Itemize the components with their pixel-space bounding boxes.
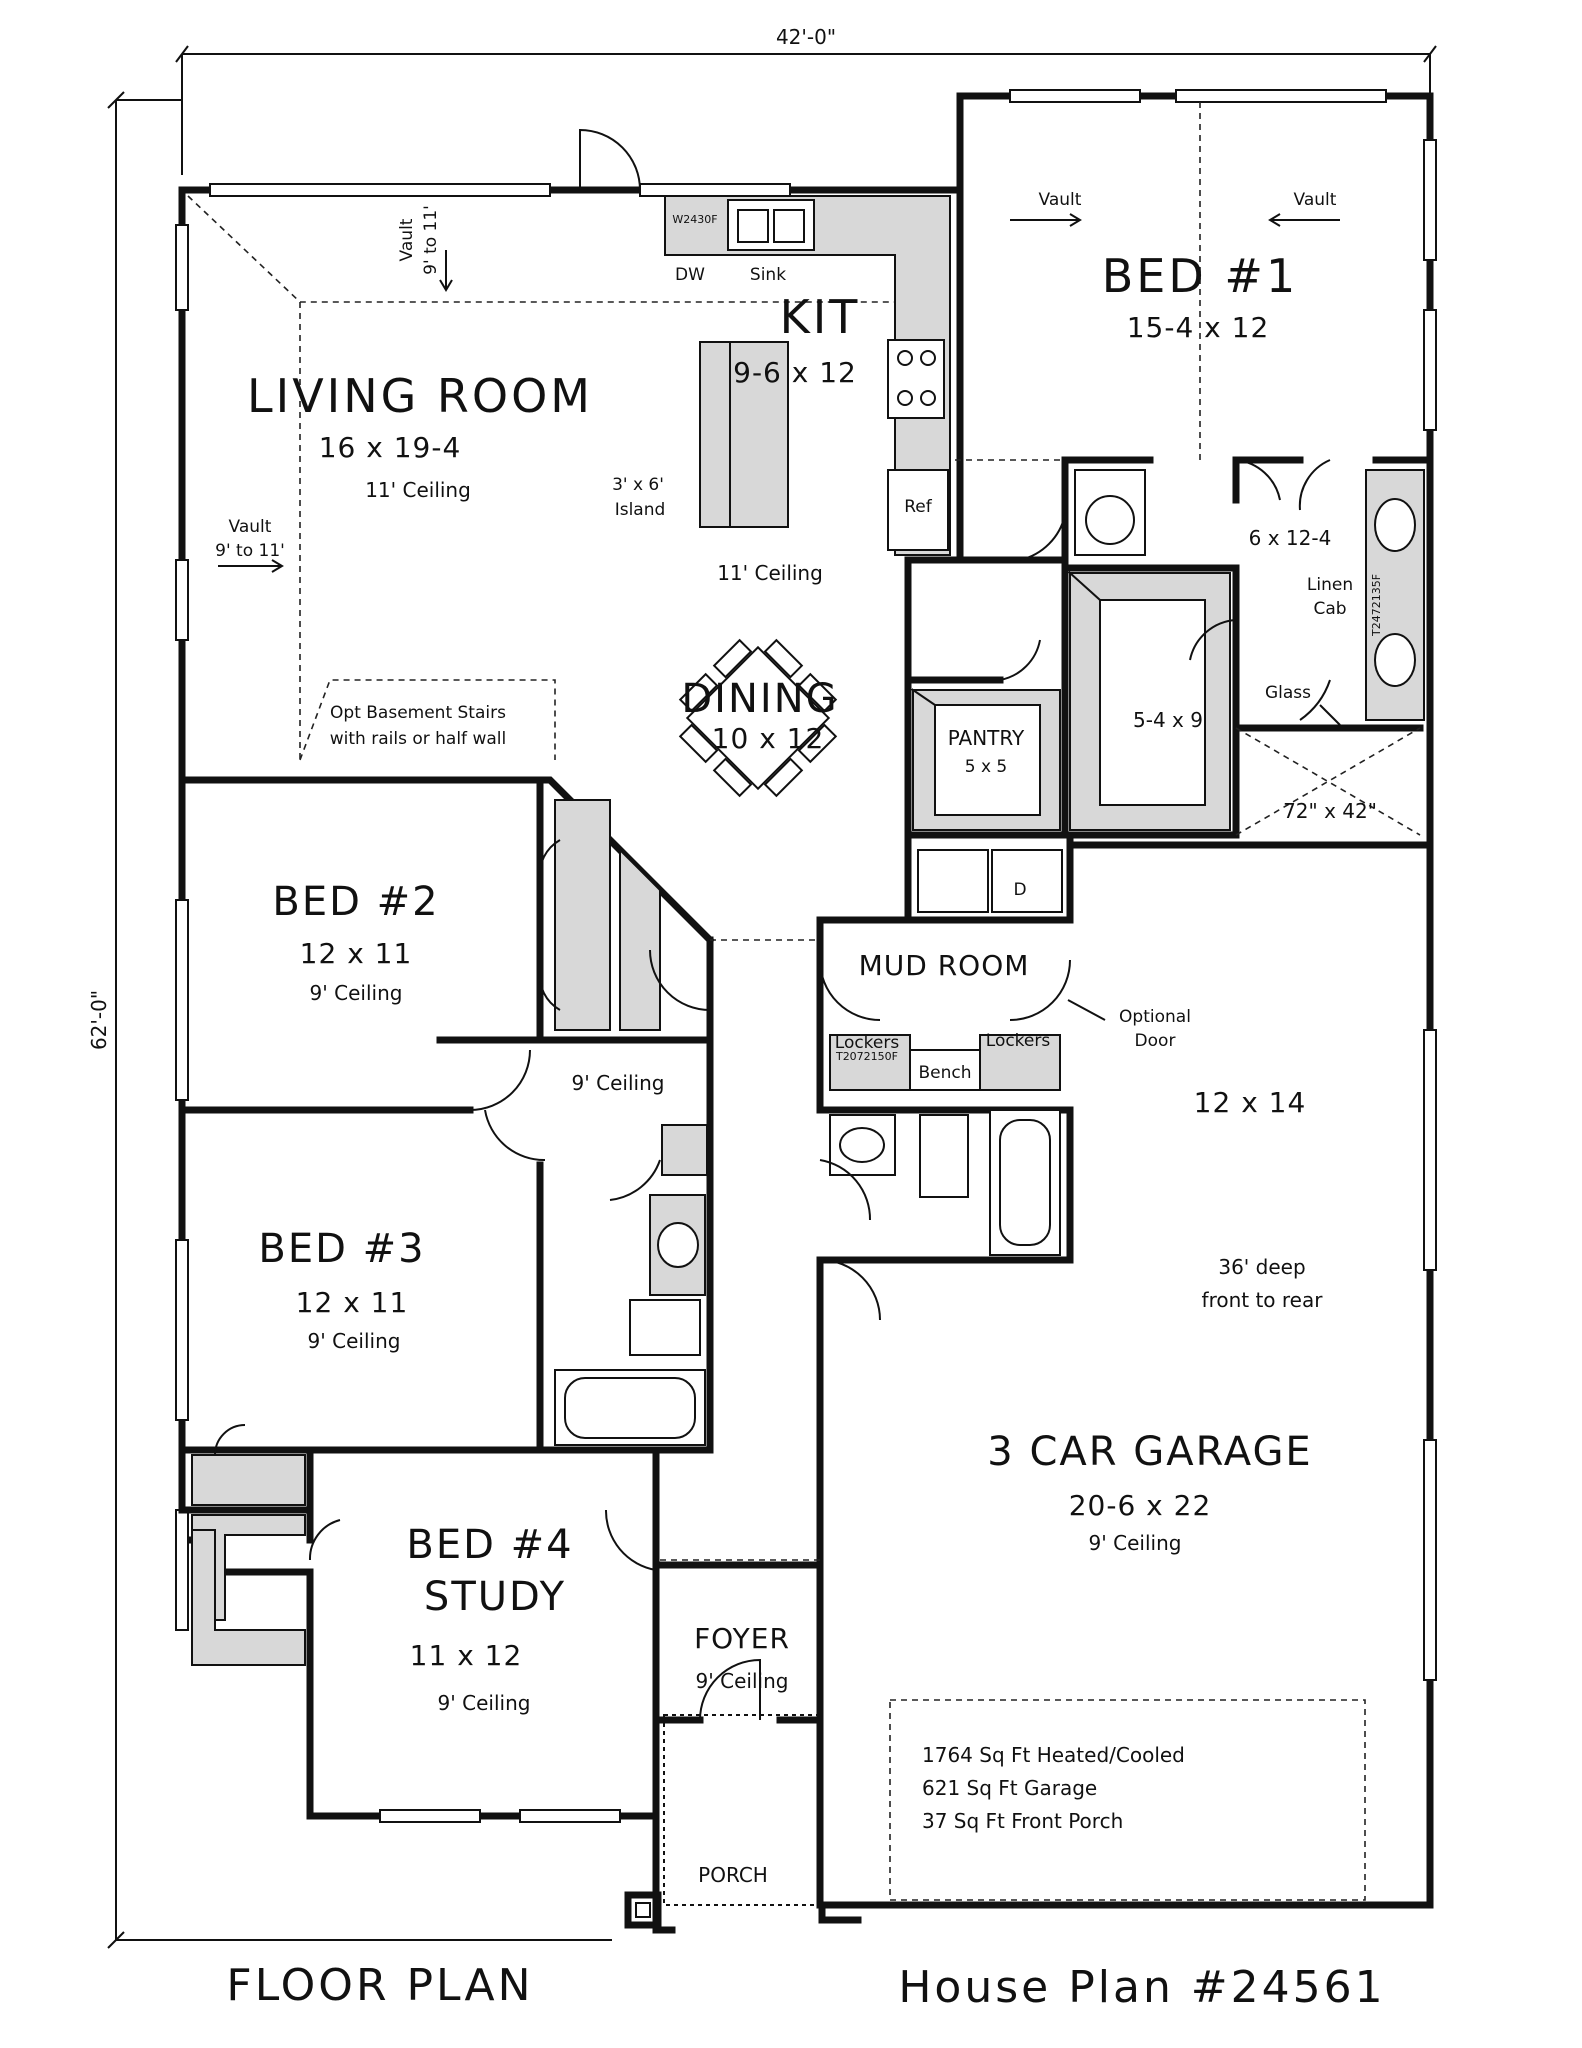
cabinet-code: W2430F	[672, 213, 717, 226]
bed4-name: BED #4	[406, 1522, 573, 1568]
garage-name: 3 CAR GARAGE	[987, 1429, 1312, 1475]
foyer-ceiling: 9' Ceiling	[696, 1669, 789, 1693]
lockers-left: Lockers	[835, 1033, 900, 1053]
width-dimension: 42'-0"	[776, 25, 836, 49]
optional-door-2: Door	[1135, 1031, 1176, 1051]
dining-name: DINING	[681, 676, 838, 722]
bed1-size: 15-4 x 12	[1127, 311, 1270, 344]
living-room-ceiling: 11' Ceiling	[365, 478, 471, 502]
locker-code: T2072150F	[835, 1050, 898, 1063]
kitchen-island	[699, 341, 789, 528]
bench-label: Bench	[918, 1063, 971, 1083]
vault-bed1-left: Vault	[1039, 190, 1082, 210]
basement-note-1: Opt Basement Stairs	[330, 703, 506, 723]
bed2-size: 12 x 11	[300, 937, 413, 970]
living-room-name: LIVING ROOM	[247, 369, 593, 423]
vault-note-left-2: 9' to 11'	[215, 541, 285, 561]
lockers-right: Lockers	[986, 1031, 1051, 1051]
mud-room-name: MUD ROOM	[859, 949, 1030, 982]
depth-dimension: 62'-0"	[87, 990, 111, 1050]
stat-heated: 1764 Sq Ft Heated/Cooled	[922, 1743, 1185, 1767]
vault-note-left-1: Vault	[229, 517, 272, 537]
shower-size: 72" x 42"	[1283, 799, 1377, 823]
bed2-ceiling: 9' Ceiling	[310, 981, 403, 1005]
basement-note-2: with rails or half wall	[330, 729, 506, 749]
foyer-name: FOYER	[694, 1622, 790, 1655]
windows	[175, 89, 1437, 1823]
vanity-code: T2472135F	[1370, 574, 1383, 637]
range-fixture	[887, 339, 945, 419]
stat-porch: 37 Sq Ft Front Porch	[922, 1809, 1123, 1833]
closet-size: 5-4 x 9	[1133, 708, 1203, 732]
linen-label: Linen	[1307, 575, 1353, 595]
bed4-name-2: STUDY	[424, 1574, 566, 1620]
kitchen-size: 9-6 x 12	[733, 356, 857, 389]
porch	[624, 1714, 821, 1929]
footer-house-plan: House Plan #24561	[898, 1962, 1385, 2013]
living-room-size: 16 x 19-4	[319, 431, 462, 464]
washer	[917, 849, 989, 913]
garage-deep-1: 36' deep	[1218, 1255, 1305, 1279]
optional-door-1: Optional	[1119, 1007, 1191, 1027]
kitchen-counters	[664, 195, 951, 798]
ref-label: Ref	[904, 497, 933, 517]
bath-fixtures	[191, 469, 1425, 1666]
refrigerator-fixture	[887, 469, 949, 551]
glass-label: Glass	[1265, 683, 1311, 703]
master-bath-size: 6 x 12-4	[1249, 526, 1332, 550]
bed4-size: 11 x 12	[410, 1639, 523, 1672]
kitchen-name: KIT	[780, 290, 861, 344]
garage-deep-2: front to rear	[1202, 1288, 1324, 1312]
dining-table	[678, 638, 838, 798]
stat-garage: 621 Sq Ft Garage	[922, 1776, 1097, 1800]
bed2-name: BED #2	[272, 879, 439, 925]
pantry-size: 5 x 5	[965, 757, 1008, 777]
bed1-name: BED #1	[1102, 249, 1298, 303]
dryer-label: D	[1013, 880, 1026, 900]
vault-note-top-1: Vault	[397, 218, 417, 261]
bed4-ceiling: 9' Ceiling	[438, 1691, 531, 1715]
garage-annex-size: 12 x 14	[1194, 1086, 1307, 1119]
bed3-size: 12 x 11	[296, 1286, 409, 1319]
vault-arrows	[218, 213, 1341, 1021]
doors	[214, 128, 1331, 1721]
hall-ceiling: 9' Ceiling	[572, 1071, 665, 1095]
porch-name: PORCH	[698, 1863, 768, 1887]
island-note-1: 3' x 6'	[612, 475, 664, 495]
footer-floor-plan: FLOOR PLAN	[226, 1960, 533, 2011]
garage-size: 20-6 x 22	[1069, 1489, 1212, 1522]
dishwasher-label: DW	[675, 265, 705, 285]
kitchen-ceiling: 11' Ceiling	[717, 561, 823, 585]
vault-note-top-2: 9' to 11'	[421, 205, 441, 275]
pantry-name: PANTRY	[948, 726, 1025, 750]
dryer	[991, 849, 1063, 913]
dimension-lines	[107, 45, 1437, 1949]
sink-label: Sink	[750, 265, 786, 285]
dining-size: 10 x 12	[712, 722, 825, 755]
cab-label: Cab	[1313, 599, 1346, 619]
island-note-2: Island	[615, 500, 666, 520]
bed3-ceiling: 9' Ceiling	[308, 1329, 401, 1353]
vault-bed1-right: Vault	[1294, 190, 1337, 210]
garage-ceiling: 9' Ceiling	[1089, 1531, 1182, 1555]
bed3-name: BED #3	[258, 1226, 425, 1272]
